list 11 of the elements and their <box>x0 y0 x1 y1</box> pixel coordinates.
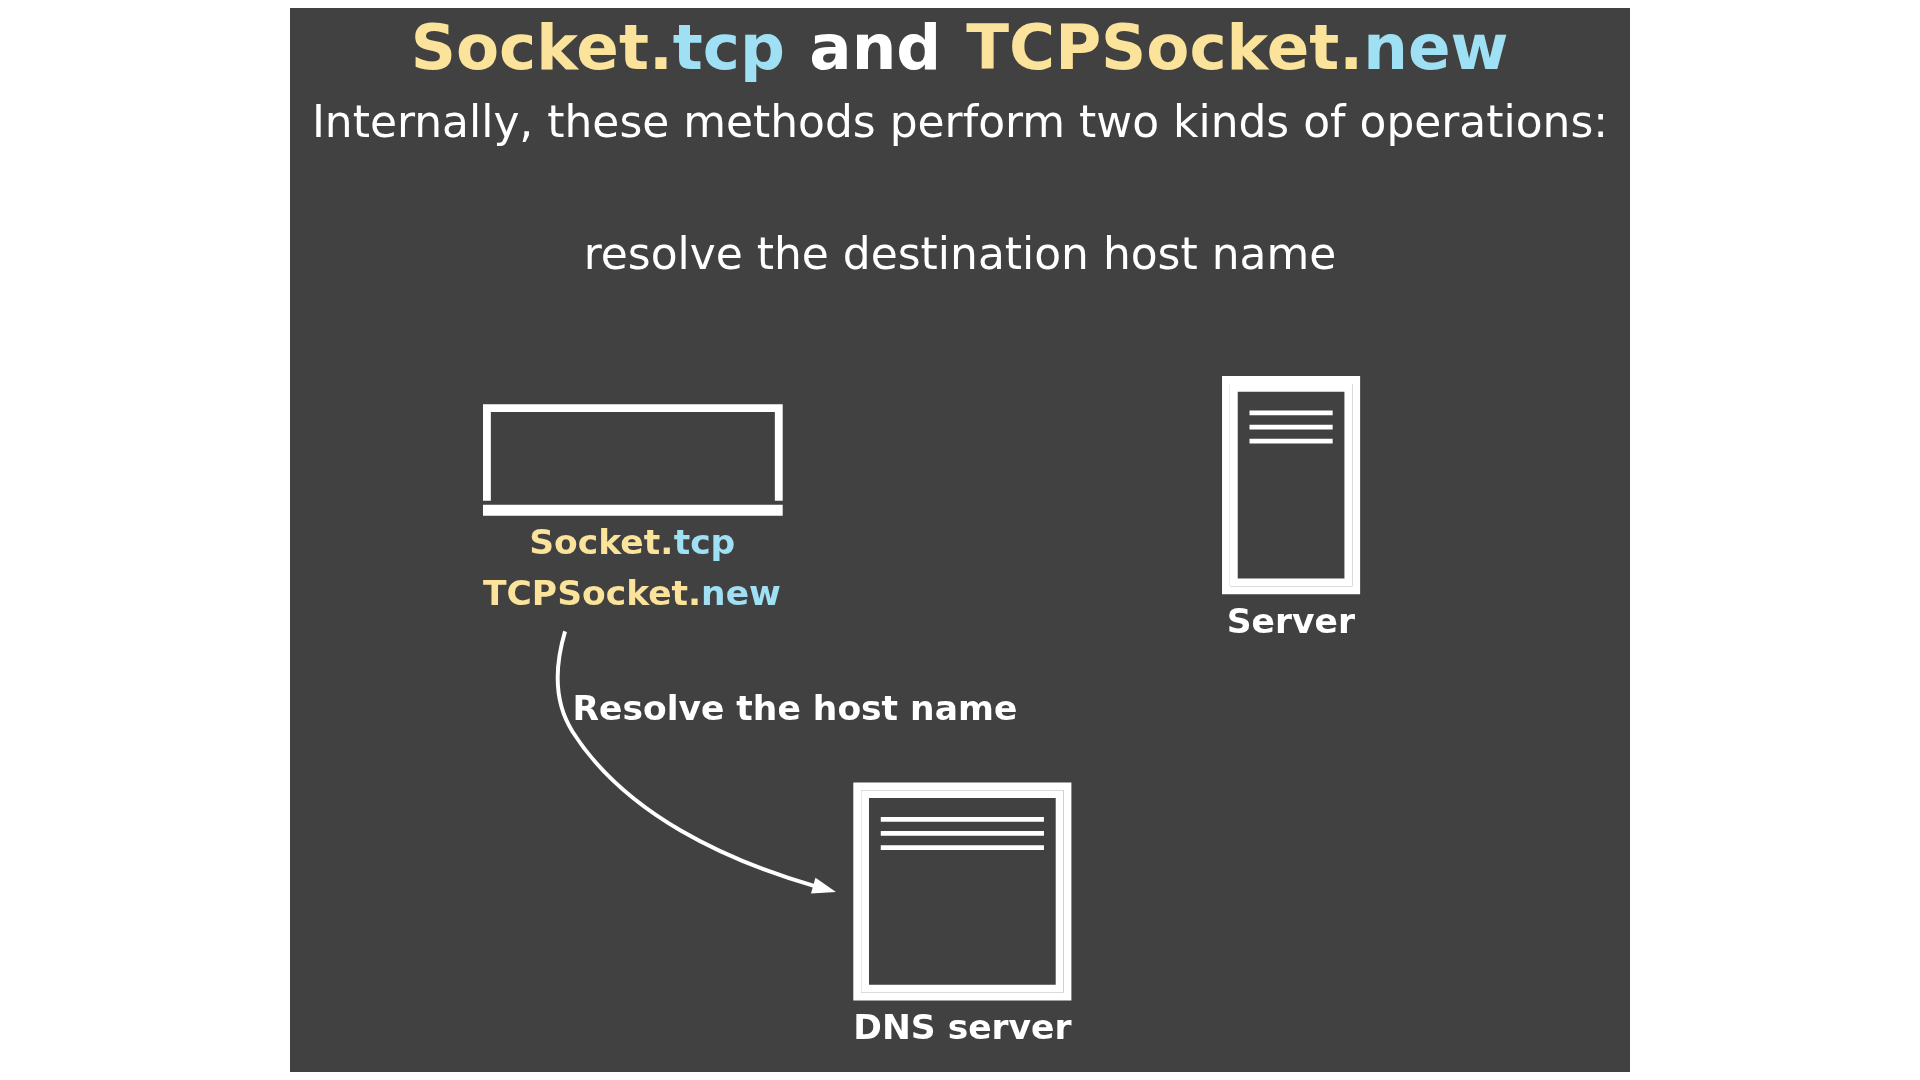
node-label: Socket.tcp <box>529 522 736 563</box>
arrow <box>555 630 836 894</box>
label: Internally, these methods perform two kinds of operations: <box>311 96 1609 148</box>
node-box <box>853 782 1072 1001</box>
edge-label: Resolve the host name <box>572 687 1018 728</box>
diagram-title: Socket.tcp and TCPSocket.new <box>410 11 1509 85</box>
node-label: TCPSocket.new <box>483 572 781 613</box>
node-box <box>1222 376 1361 595</box>
label: resolve the destination host name <box>583 228 1337 280</box>
node-label: DNS server <box>853 1007 1072 1048</box>
node-label: Server <box>1226 600 1355 641</box>
